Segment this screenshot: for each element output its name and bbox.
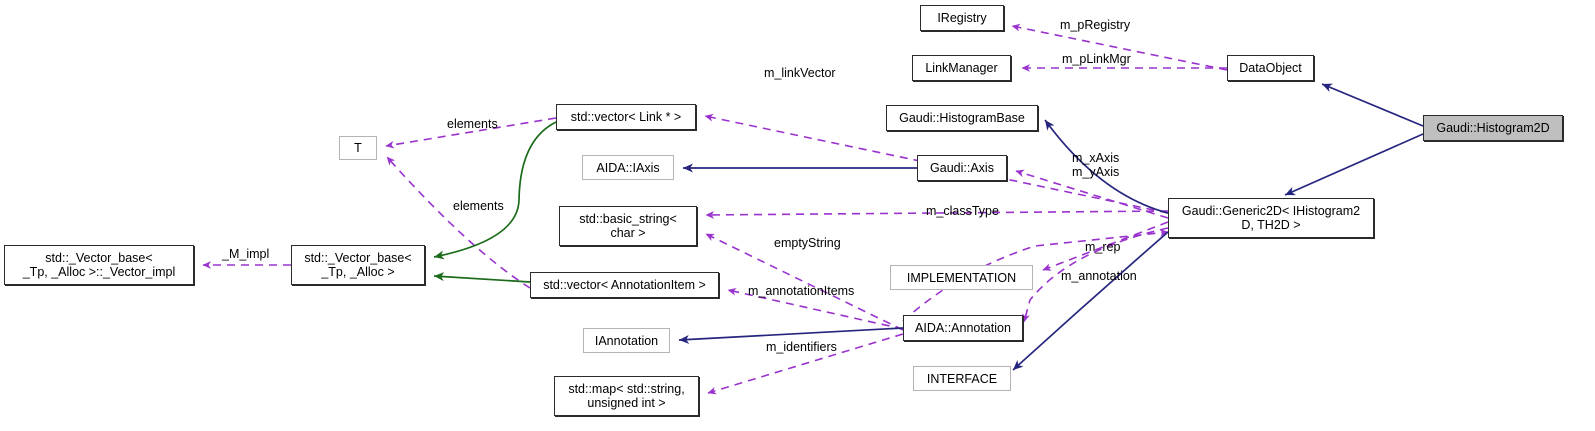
edge-label-m_pLinkMgr: m_pLinkMgr bbox=[1062, 52, 1131, 66]
inheritance-edges bbox=[678, 83, 1424, 371]
class-node-interface[interactable]: INTERFACE bbox=[913, 366, 1011, 391]
edge-label-m_annotation: m_annotation bbox=[1061, 269, 1137, 283]
edge-label-m_classType: m_classType bbox=[926, 204, 999, 218]
class-node-gaudiaxis[interactable]: Gaudi::Axis bbox=[917, 155, 1007, 181]
class-node-mapstring[interactable]: std::map< std::string, unsigned int > bbox=[554, 376, 699, 416]
edge-label-_M_impl: _M_impl bbox=[222, 247, 270, 261]
class-node-vecannitem[interactable]: std::vector< AnnotationItem > bbox=[530, 272, 719, 298]
edge-label-m_pRegistry: m_pRegistry bbox=[1060, 18, 1131, 32]
edge-label-m_xAxis_m_yAxis: m_xAxis m_yAxis bbox=[1072, 151, 1120, 179]
edge-label-m_identifiers: m_identifiers bbox=[766, 340, 837, 354]
class-node-basicstring[interactable]: std::basic_string< char > bbox=[559, 206, 697, 246]
class-node-linkmanager[interactable]: LinkManager bbox=[912, 55, 1011, 81]
edge-label-emptyString: emptyString bbox=[774, 236, 841, 250]
class-node-histogram2d[interactable]: Gaudi::Histogram2D bbox=[1423, 115, 1563, 141]
edge-label-m_rep: m_rep bbox=[1085, 240, 1121, 254]
edge-label-elements_mid: elements bbox=[453, 199, 504, 213]
class-node-iaxis[interactable]: AIDA::IAxis bbox=[582, 155, 674, 180]
template-edges bbox=[433, 121, 557, 283]
class-node-vecbase[interactable]: std::_Vector_base< _Tp, _Alloc > bbox=[291, 245, 425, 285]
class-node-implementation[interactable]: IMPLEMENTATION bbox=[890, 265, 1033, 290]
class-node-vecbaseimpl[interactable]: std::_Vector_base< _Tp, _Alloc >::_Vecto… bbox=[4, 245, 194, 285]
class-node-iannotation[interactable]: IAnnotation bbox=[583, 328, 670, 353]
class-node-histogrambase[interactable]: Gaudi::HistogramBase bbox=[886, 105, 1038, 131]
class-node-vectorlink[interactable]: std::vector< Link * > bbox=[556, 104, 696, 130]
edge-label-m_linkVector: m_linkVector bbox=[764, 66, 836, 80]
edge-label-elements_top: elements bbox=[447, 117, 498, 131]
class-node-annotation[interactable]: AIDA::Annotation bbox=[903, 315, 1023, 341]
class-node-iregistry[interactable]: IRegistry bbox=[920, 5, 1004, 31]
usage-edges bbox=[202, 23, 1228, 395]
edge-label-m_annotationItems: m_annotationItems bbox=[748, 284, 855, 298]
class-node-dataobject[interactable]: DataObject bbox=[1227, 55, 1314, 81]
class-node-generic2d[interactable]: Gaudi::Generic2D< IHistogram2 D, TH2D > bbox=[1168, 198, 1374, 238]
class-node-t[interactable]: T bbox=[339, 136, 377, 160]
